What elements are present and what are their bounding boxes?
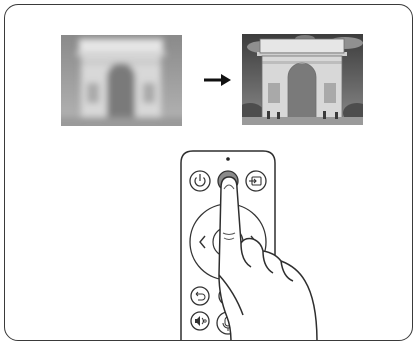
power-button[interactable] [189, 170, 211, 192]
back-icon [195, 291, 206, 301]
volume-icon [195, 316, 207, 326]
before-image [61, 35, 182, 126]
pointing-hand [218, 176, 318, 340]
focus-illustration [61, 34, 363, 340]
instruction-card [4, 4, 413, 341]
status-led [226, 157, 230, 161]
input-button[interactable] [245, 170, 267, 192]
chevron-left-icon [199, 235, 206, 249]
back-button[interactable] [190, 286, 210, 306]
power-icon [194, 174, 206, 187]
arrow-right-icon [204, 74, 231, 86]
volume-button[interactable] [190, 311, 210, 331]
input-source-icon [249, 176, 262, 186]
left-button[interactable] [199, 235, 206, 249]
after-image [242, 34, 363, 125]
